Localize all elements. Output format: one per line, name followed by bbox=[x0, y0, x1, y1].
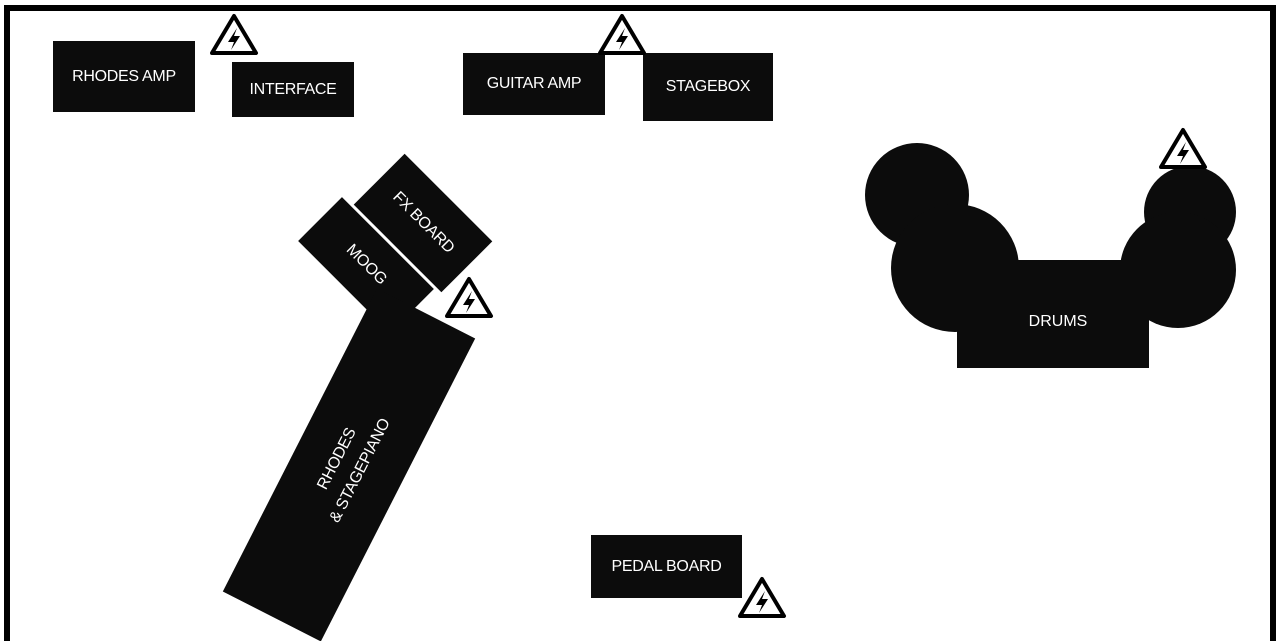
drums-label: DRUMS bbox=[1029, 313, 1088, 330]
rhodes-amp-box: RHODES AMP bbox=[53, 41, 195, 112]
interface-box: INTERFACE bbox=[232, 62, 354, 117]
stage-border bbox=[4, 5, 1276, 641]
power-warning-icon bbox=[210, 14, 258, 55]
pedal-board-label: PEDAL BOARD bbox=[611, 557, 722, 575]
power-warning-icon bbox=[598, 14, 646, 55]
interface-label: INTERFACE bbox=[249, 80, 337, 98]
power-warning-icon bbox=[445, 277, 493, 318]
power-warning-icon bbox=[1159, 128, 1207, 169]
drums-kit: DRUMS bbox=[865, 143, 1236, 368]
stagebox-label: STAGEBOX bbox=[665, 78, 751, 95]
stagebox-box: STAGEBOX bbox=[643, 53, 773, 121]
rhodes-amp-label: RHODES AMP bbox=[72, 67, 176, 85]
fx-board-label: FX BOARD bbox=[389, 188, 458, 257]
guitar-amp-label: GUITAR AMP bbox=[486, 75, 582, 92]
power-warning-icon bbox=[738, 577, 786, 618]
moog-label: MOOG bbox=[342, 241, 390, 289]
guitar-amp-box: GUITAR AMP bbox=[463, 53, 605, 115]
drum-riser bbox=[957, 260, 1149, 368]
pedal-board-box: PEDAL BOARD bbox=[591, 535, 742, 598]
